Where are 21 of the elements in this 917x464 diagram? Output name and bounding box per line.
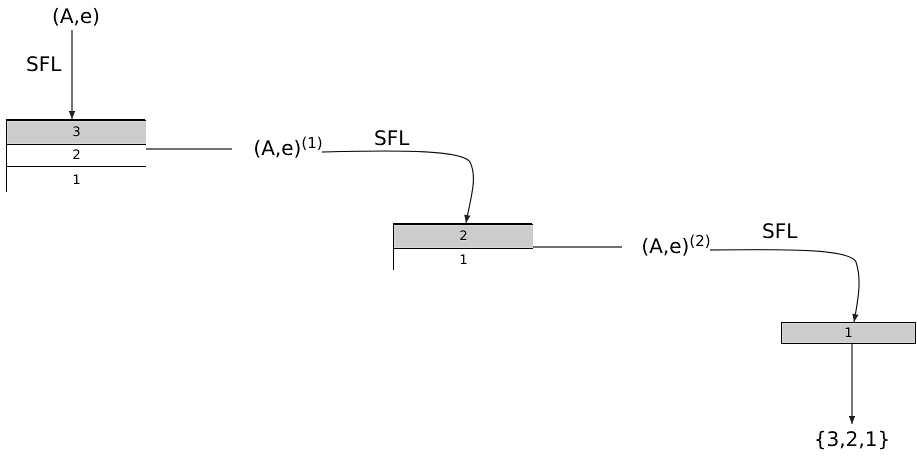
arrow: [68, 30, 76, 119]
stack-cell: 1: [781, 322, 916, 344]
arrow: [322, 150, 474, 224]
arrow: [848, 344, 856, 424]
connector-line: [532, 246, 622, 248]
stack-cell: 1: [7, 166, 146, 193]
edge-label: SFL: [24, 54, 64, 74]
state-label: (A,e)$^{(1)}$: [238, 132, 338, 164]
stack-box: [393, 223, 532, 270]
state-label: (A,e)$^{(2)}$: [626, 230, 726, 262]
stack-cell: 2: [394, 224, 533, 248]
stack-cell: 1: [394, 248, 533, 271]
stack-cell: 3: [7, 120, 146, 144]
stack-box: [6, 119, 145, 192]
state-label: (A,e): [36, 2, 116, 30]
arrow: [710, 249, 860, 322]
state-label: {3,2,1}: [800, 424, 904, 454]
connector-line: [145, 148, 232, 150]
edge-label: SFL: [760, 221, 800, 241]
edge-label: SFL: [372, 128, 412, 148]
stack-cell: 2: [7, 144, 146, 166]
